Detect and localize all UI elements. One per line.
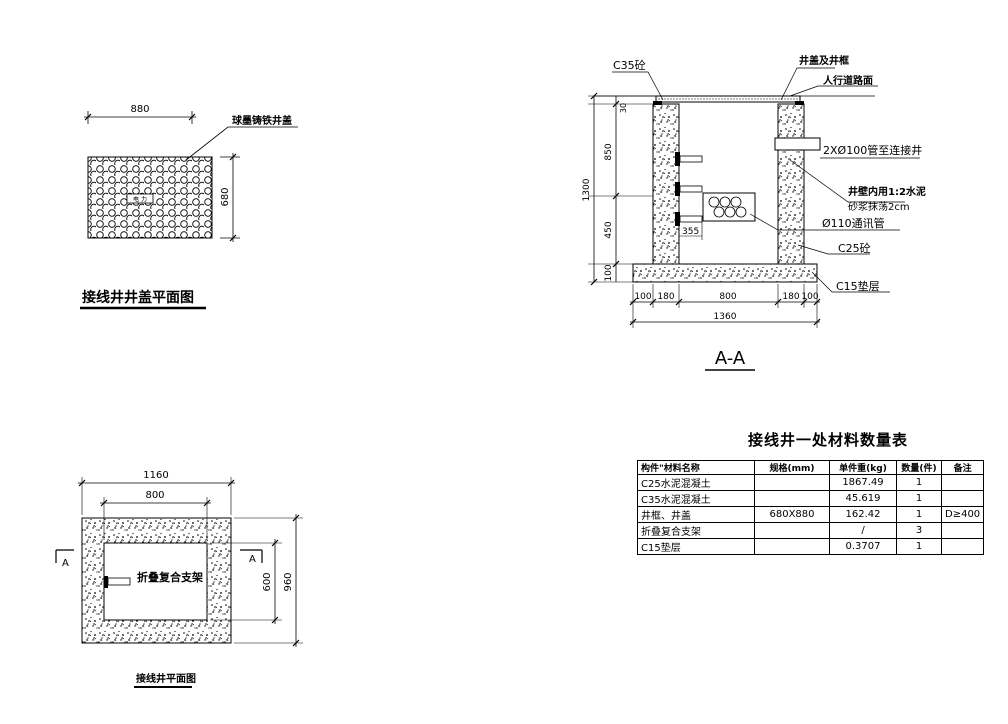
table-row: C25水泥混凝土 1867.49 1 bbox=[637, 474, 985, 491]
label-wall-plaster-2: 砂浆抹荡2cm bbox=[848, 200, 910, 213]
section-mark-right: A bbox=[249, 554, 256, 565]
well-plan: 折叠复合支架 A A 1160 800 600 960 bbox=[55, 470, 303, 688]
header-quantity: 数量(件) bbox=[896, 460, 942, 475]
label-c35: C35砼 bbox=[613, 59, 646, 72]
dim-850: 850 bbox=[604, 143, 614, 160]
dim-960: 960 bbox=[283, 572, 294, 591]
table-row: 井框、井盖 680X880 162.42 1 D≥400 bbox=[637, 506, 985, 523]
label-wall-plaster-1: 井壁内用1:2水泥 bbox=[848, 185, 926, 198]
cover-plan-title: 接线井井盖平面图 bbox=[82, 289, 194, 306]
dim-total-height: 1300 bbox=[582, 178, 592, 201]
cover-height-dim: 680 bbox=[220, 187, 231, 206]
cover-width-dim: 880 bbox=[130, 104, 149, 115]
dim-450: 450 bbox=[604, 221, 614, 238]
well-cover bbox=[655, 95, 801, 103]
label-c15: C15垫层 bbox=[836, 279, 880, 293]
dim-180-left: 180 bbox=[657, 292, 674, 302]
materials-table-title: 接线井一处材料数量表 bbox=[748, 431, 909, 449]
table-row: C15垫层 0.3707 1 bbox=[637, 538, 985, 555]
dim-100-left: 100 bbox=[634, 292, 651, 302]
pipe-to-connection-well bbox=[774, 137, 821, 151]
bracket-label: 折叠复合支架 bbox=[137, 570, 203, 584]
label-cover-frame: 井盖及井框 bbox=[799, 54, 849, 67]
section-mark-left: A bbox=[62, 558, 69, 569]
dim-600: 600 bbox=[262, 572, 273, 591]
dim-355: 355 bbox=[682, 227, 699, 237]
dim-100-right: 100 bbox=[801, 292, 818, 302]
well-plan-title: 接线井平面图 bbox=[136, 672, 196, 685]
label-pavement: 人行道路面 bbox=[823, 74, 873, 87]
header-spec: 规格(mm) bbox=[754, 460, 830, 475]
label-c25: C25砼 bbox=[838, 242, 871, 255]
folding-bracket bbox=[107, 577, 131, 586]
cover-center-plate bbox=[126, 193, 154, 204]
right-wall bbox=[777, 103, 805, 265]
cover-frame-left bbox=[653, 101, 662, 105]
section-title: A-A bbox=[715, 348, 746, 369]
label-pipe: 2XØ100管至连接井 bbox=[823, 143, 922, 157]
cable-brackets bbox=[675, 152, 703, 226]
cover-leader-line bbox=[185, 126, 298, 161]
dim-800-plan: 800 bbox=[145, 490, 164, 501]
table-row: 折叠复合支架 / 3 bbox=[637, 522, 985, 539]
dim-800: 800 bbox=[719, 292, 736, 302]
dim-30: 30 bbox=[619, 103, 628, 113]
cover-leader-label: 球墨铸铁井盖 bbox=[232, 114, 292, 127]
label-conduit: Ø110通讯管 bbox=[822, 216, 885, 230]
dim-180-right: 180 bbox=[782, 292, 799, 302]
dim-1360: 1360 bbox=[714, 312, 737, 322]
materials-table: 构件"材料名称 规格(mm) 单件重(kg) 数量(件) 备注 C25水泥混凝土… bbox=[637, 460, 985, 555]
cover-center-mark: 电 力 bbox=[133, 196, 147, 204]
header-unit-weight: 单件重(kg) bbox=[829, 460, 897, 475]
cover-plan: 电 力 880 680 球墨铸铁井盖 接线井井盖平面图 bbox=[80, 104, 298, 310]
c15-base-slab bbox=[632, 263, 818, 283]
materials-header-row: 构件"材料名称 规格(mm) 单件重(kg) 数量(件) 备注 bbox=[637, 460, 985, 475]
dim-1160: 1160 bbox=[143, 470, 168, 481]
left-wall bbox=[652, 103, 680, 265]
header-material-name: 构件"材料名称 bbox=[637, 460, 755, 475]
section-a-a: 1300 30 850 450 100 355 10 bbox=[582, 54, 926, 371]
header-remark: 备注 bbox=[940, 460, 985, 475]
cover-frame-right bbox=[795, 101, 804, 105]
table-row: C35水泥混凝土 45.619 1 bbox=[637, 490, 985, 507]
dim-100-vertical: 100 bbox=[604, 264, 614, 281]
